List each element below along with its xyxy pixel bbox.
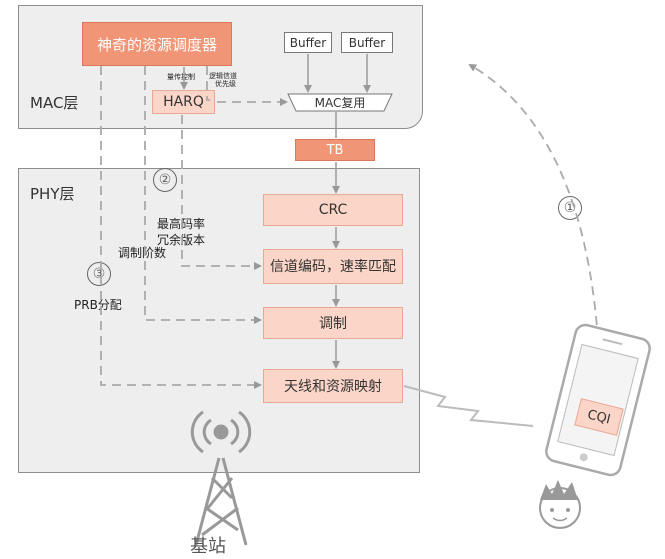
mac-layer-label: MAC层 <box>30 94 79 112</box>
power-control-note: 量传控制 <box>167 73 195 81</box>
step-3-marker: ③ <box>87 262 111 286</box>
harq-box: HARQ <box>152 90 215 114</box>
channel-coding-box: 信道编码，速率匹配 <box>263 249 403 284</box>
resource-scheduler-box: 神奇的资源调度器 <box>82 22 232 66</box>
buffer-box-2: Buffer <box>341 32 393 53</box>
user-avatar-icon <box>539 480 581 529</box>
buffer-box-1: Buffer <box>284 32 332 53</box>
phone-icon <box>545 323 651 477</box>
base-station-label: 基站 <box>190 536 226 557</box>
mac-mux-label: MAC复用 <box>314 96 366 110</box>
phy-layer-label: PHY层 <box>30 185 75 203</box>
prb-allocation-label: PRB分配 <box>74 298 122 312</box>
scheduler-to-mapping-dashed <box>100 66 262 389</box>
wireless-link-line <box>403 385 534 427</box>
crc-box: CRC <box>263 194 403 226</box>
mac-mux-shape <box>287 93 393 112</box>
modulation-order-label: 调制阶数 <box>118 246 167 260</box>
scheduler-to-modulation-dashed <box>144 66 262 324</box>
transport-block-box: TB <box>295 139 375 161</box>
modulation-box: 调制 <box>263 307 403 339</box>
priority-note-line1: 逻辑信道 <box>209 72 237 80</box>
cqi-feedback-dashed <box>468 63 601 401</box>
step-2-marker: ② <box>153 168 177 192</box>
scheduler-to-priority-dashed <box>206 66 210 101</box>
harq-to-coding-dashed <box>181 115 262 270</box>
priority-note-line2: 优先级 <box>215 80 236 88</box>
max-code-rate-label: 最高码率 <box>157 217 206 231</box>
redundancy-version-label: 冗余版本 <box>157 233 206 247</box>
antenna-resource-mapping-box: 天线和资源映射 <box>263 369 403 403</box>
base-station-tower-icon <box>190 410 252 546</box>
